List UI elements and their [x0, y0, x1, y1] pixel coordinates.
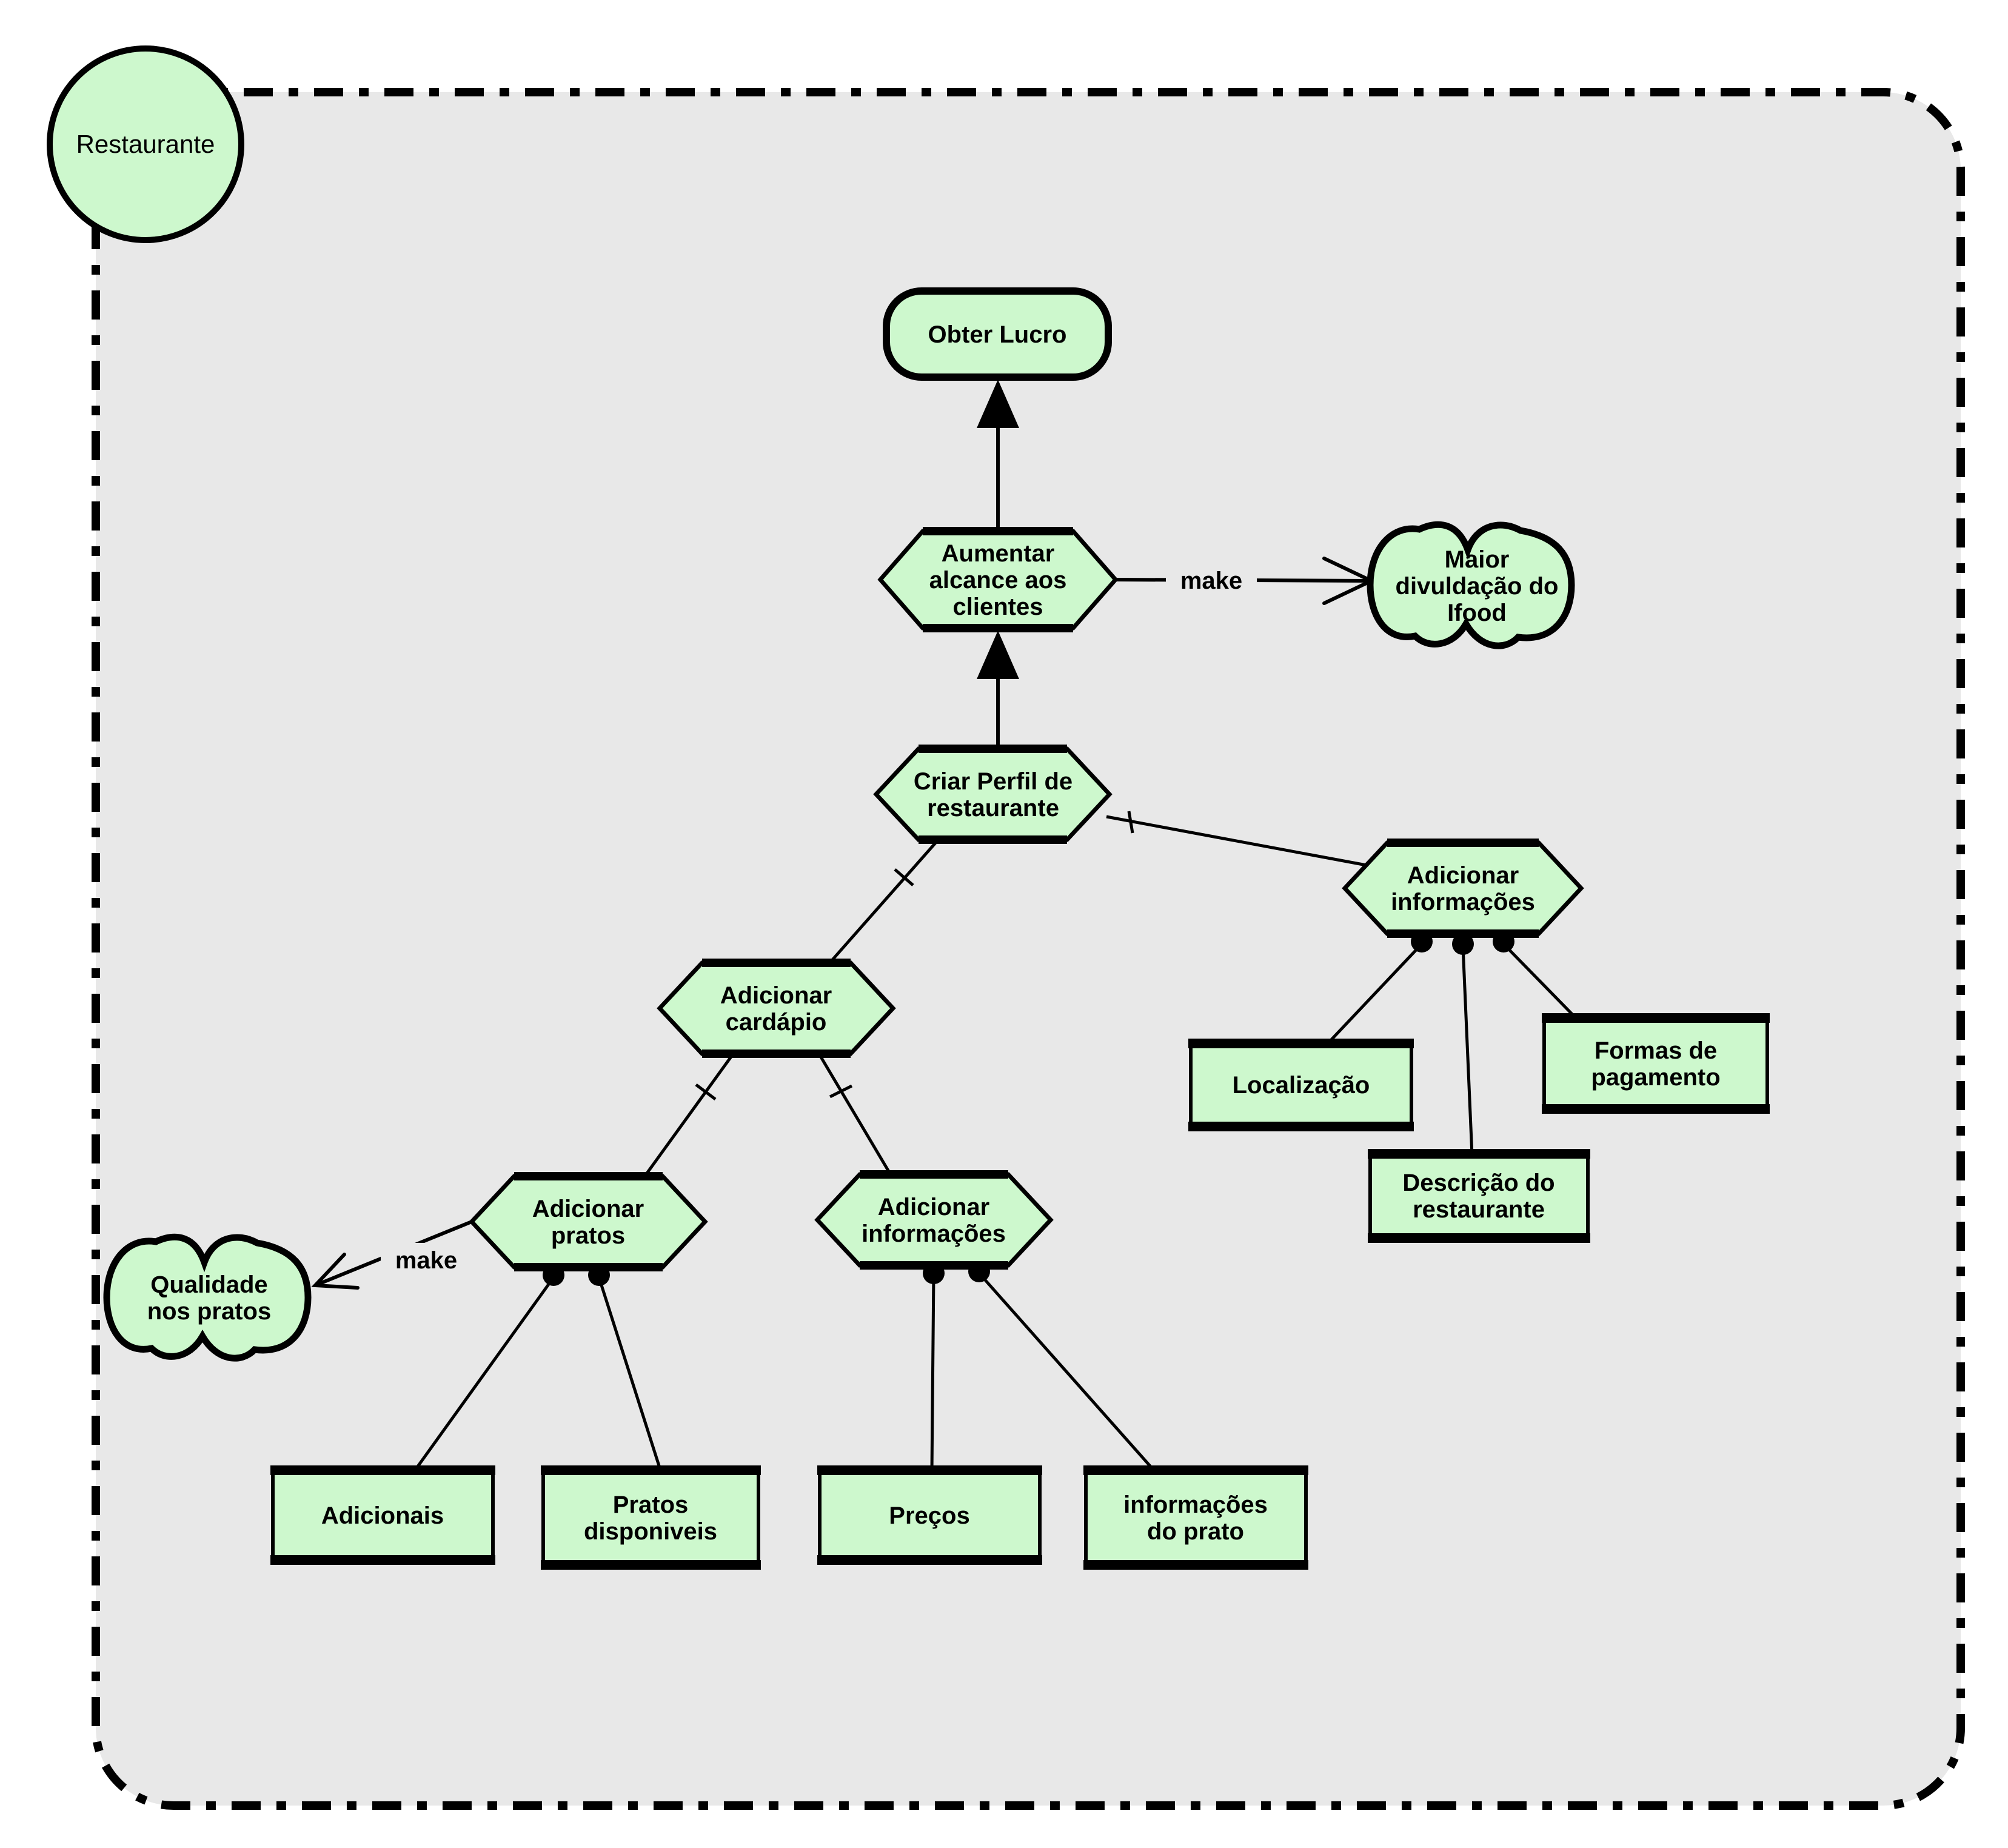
resource-descricao-restaurante[interactable]: Descrição do restaurante: [1368, 1149, 1590, 1243]
task-label: pratos: [551, 1222, 625, 1249]
task-label: cardápio: [726, 1009, 827, 1036]
resource-label: Preços: [889, 1502, 969, 1529]
resource-label: Localização: [1233, 1072, 1370, 1099]
resource-label: do prato: [1147, 1518, 1244, 1545]
softgoal-label: Qualidade: [150, 1271, 267, 1298]
task-label: clientes: [953, 594, 1043, 620]
task-adicionar-informacoes-cardapio[interactable]: Adicionar informações: [814, 1170, 1054, 1270]
task-label: restaurante: [927, 795, 1059, 822]
resource-adicionais[interactable]: Adicionais: [270, 1465, 495, 1565]
edge-criar-to-infoperfil: [1106, 815, 1377, 869]
resource-pratos-disponiveis[interactable]: Pratos disponiveis: [541, 1465, 761, 1570]
task-label: alcance aos: [929, 567, 1067, 594]
task-adicionar-cardapio[interactable]: Adicionar cardápio: [657, 959, 896, 1058]
edge-cardapio-to-pratos: [642, 1054, 734, 1179]
task-adicionar-informacoes-perfil[interactable]: Adicionar informações: [1342, 839, 1584, 938]
edge-criar-to-cardapio: [826, 840, 938, 966]
decomposition-tick: [829, 1084, 853, 1099]
goal-label: Obter Lucro: [928, 321, 1067, 348]
resource-label: Adicionais: [321, 1502, 444, 1529]
resource-precos[interactable]: Preços: [817, 1465, 1042, 1565]
edge-pratos-to-adicionais: [412, 1276, 555, 1473]
task-label: Adicionar: [532, 1196, 644, 1222]
goal-obter-lucro[interactable]: Obter Lucro: [883, 287, 1112, 381]
decomposition-tick: [894, 868, 914, 886]
task-label: Adicionar: [720, 982, 832, 1009]
task-label: Criar Perfil de: [914, 768, 1073, 795]
composition-dot: [1452, 933, 1474, 955]
resource-label: restaurante: [1413, 1196, 1545, 1223]
edge-infoperfil-to-formas: [1502, 943, 1584, 1026]
resource-formas-pagamento[interactable]: Formas de pagamento: [1542, 1013, 1770, 1114]
edge-cardapio-to-infocardapio: [818, 1054, 893, 1177]
actor-restaurante[interactable]: Restaurante: [47, 45, 244, 243]
resource-label: Formas de: [1595, 1037, 1717, 1064]
resource-informacoes-prato[interactable]: informações do prato: [1083, 1465, 1308, 1570]
resource-label: pagamento: [1591, 1064, 1720, 1091]
edge-infoperfil-to-localizacao: [1327, 943, 1423, 1045]
edge-infocardapio-to-infoprato: [978, 1272, 1156, 1473]
task-label: Adicionar: [878, 1194, 989, 1220]
solid-arrowhead-icon: [977, 631, 1019, 679]
softgoal-qualidade-pratos[interactable]: Qualidade nos pratos: [103, 1233, 312, 1362]
make-label-left: make: [395, 1247, 457, 1274]
task-aumentar-alcance[interactable]: Aumentar alcance aos clientes: [877, 527, 1119, 632]
actor-boundary: [92, 88, 1965, 1810]
make-label-top: make: [1180, 567, 1242, 594]
task-label: Aumentar: [942, 540, 1055, 567]
edge-label-bg: [381, 1243, 472, 1278]
actor-label: Restaurante: [76, 130, 215, 158]
softgoal-label: Ifood: [1447, 600, 1507, 626]
edge-infocardapio-to-precos: [930, 1274, 935, 1472]
decomposition-tick: [695, 1083, 717, 1100]
edge-label-bg: [1166, 560, 1257, 598]
resource-label: informações: [1123, 1491, 1268, 1518]
open-arrowhead-icon: [311, 1253, 360, 1290]
softgoal-label: Maior: [1445, 546, 1510, 573]
task-label: informações: [862, 1220, 1006, 1247]
edge-infoperfil-to-descricao: [1461, 946, 1474, 1156]
task-label: Adicionar: [1407, 862, 1519, 889]
softgoal-label: nos pratos: [147, 1298, 271, 1325]
solid-arrowhead-icon: [977, 380, 1019, 428]
resource-label: Pratos: [613, 1491, 689, 1518]
softgoal-maior-divulgacao[interactable]: Maior divuldação do Ifood: [1367, 521, 1575, 649]
resource-localizacao[interactable]: Localização: [1188, 1039, 1414, 1131]
task-adicionar-pratos[interactable]: Adicionar pratos: [469, 1172, 708, 1271]
resource-label: disponiveis: [584, 1518, 717, 1545]
resource-label: Descrição do: [1402, 1170, 1555, 1196]
task-criar-perfil[interactable]: Criar Perfil de restaurante: [873, 745, 1113, 844]
decomposition-tick: [1127, 811, 1134, 834]
task-label: informações: [1391, 889, 1535, 916]
softgoal-label: divuldação do: [1396, 573, 1559, 600]
edge-pratos-to-disponiveis: [597, 1277, 663, 1472]
